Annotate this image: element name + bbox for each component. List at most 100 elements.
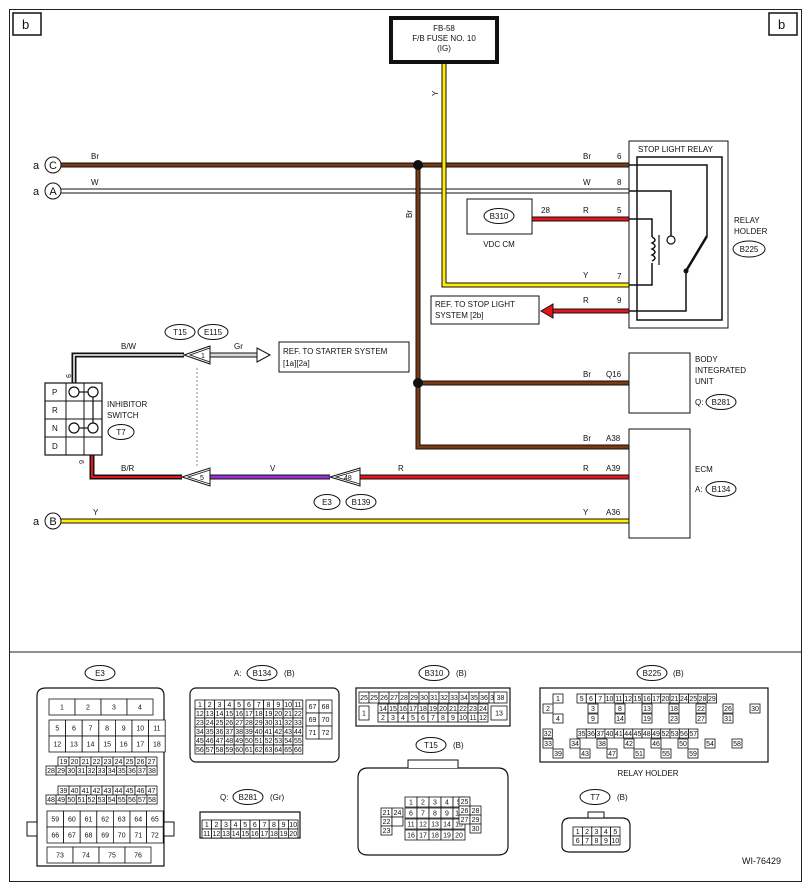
t15-title: T15: [424, 741, 438, 750]
conn-e3-oval: [313, 494, 341, 510]
b281-pin-label: 19: [280, 831, 288, 838]
b225-pin: [614, 713, 626, 724]
e3-pin-label: 1: [60, 705, 64, 712]
b225-pin-label: 54: [706, 741, 714, 748]
b310-pin-label: 20: [439, 706, 447, 713]
b225-pin: [542, 738, 554, 749]
b134-pin-label: 3: [218, 702, 222, 709]
b134-pin-label: 13: [206, 711, 214, 718]
t15-pin-label: 14: [443, 822, 451, 829]
e3-pin-label: 58: [148, 797, 156, 804]
b281-pin-label: 18: [270, 831, 278, 838]
b225-pin: [552, 713, 564, 724]
e3-pin-label: 35: [118, 768, 126, 775]
b225-pin: [552, 748, 564, 759]
b310-pin-label: 16: [399, 706, 407, 713]
b225-pin: [587, 703, 599, 714]
b225-pin-label: 29: [708, 696, 716, 703]
b281-pin-label: 11: [203, 831, 210, 838]
b134-pin-label: 44: [294, 729, 302, 736]
t15-pin-label: 1: [409, 800, 413, 807]
b225-pin-label: 59: [689, 751, 697, 758]
t15-suffix: (B): [453, 741, 464, 750]
t7-pin-label: 3: [595, 829, 599, 836]
biu-conn-prefix: Q:: [695, 398, 703, 407]
t7-pin-label: 4: [604, 829, 608, 836]
b281-pin-label: 14: [232, 831, 240, 838]
inhibitor-pos-d: D: [52, 442, 58, 451]
b225-pin: [552, 693, 564, 704]
page-frame: [9, 9, 802, 882]
b225-pin-label: 7: [598, 696, 602, 703]
e3-pin-label: 57: [138, 797, 146, 804]
b225-pin-label: 11: [615, 696, 622, 703]
b310-pin-label: 32: [440, 695, 448, 702]
relay-title: STOP LIGHT RELAY: [638, 145, 714, 154]
b310-pin-label: 22: [459, 706, 467, 713]
conn-t15-oval: [164, 324, 196, 340]
b134-side-pin: [318, 725, 333, 740]
e3-pin-label: 61: [85, 817, 93, 824]
t15-blank: [391, 816, 404, 827]
terminal-b-symbol: B: [49, 516, 56, 528]
relay-pin-6: 6: [617, 152, 622, 161]
b281-pin-label: 17: [261, 831, 269, 838]
t15-pin-label: 30: [472, 826, 480, 833]
b225-pin: [722, 713, 734, 724]
e3-pin-label: 46: [137, 788, 145, 795]
relay-pin-7: 7: [617, 272, 622, 281]
b225-caption: RELAY HOLDER: [617, 769, 678, 778]
e3-pin-label: 55: [118, 797, 126, 804]
e3-pin-label: 47: [148, 788, 156, 795]
biu-line3: UNIT: [695, 377, 714, 386]
b310-title-oval: [418, 665, 450, 681]
b225-suffix: (B): [673, 669, 684, 678]
b134-pin-label: 54: [284, 738, 292, 745]
b134-pin-label: 27: [235, 720, 243, 727]
b310-pin-label: 9: [451, 715, 455, 722]
b134-pin-label: 32: [284, 720, 292, 727]
inhibitor-conn-oval: [107, 424, 135, 440]
e3-pin-label: 17: [136, 742, 144, 749]
b225-pin-label: 24: [680, 696, 688, 703]
e3-pin-label: 15: [103, 742, 111, 749]
b225-pin-label: 36: [587, 731, 595, 738]
label-r-a39: R: [583, 464, 589, 473]
conn-pin1: 1: [201, 353, 205, 360]
b225-pin: [579, 748, 591, 759]
e3-pin: [126, 698, 154, 716]
inhibitor-label-1: INHIBITOR: [107, 400, 148, 409]
b225-pin: [660, 748, 672, 759]
b310-pin-label: 18: [419, 706, 427, 713]
b134-pin-label: 16: [235, 711, 243, 718]
b225-pin: [722, 703, 734, 714]
label-br-a38: Br: [583, 434, 591, 443]
b225-pin-label: 16: [643, 696, 651, 703]
b134-pin-label: 60: [235, 747, 243, 754]
b310-pin: [493, 691, 508, 704]
t7-pin-label: 2: [585, 829, 589, 836]
b310-pin-label: 36: [480, 695, 488, 702]
b134-side-pin-label: 71: [309, 730, 317, 737]
e3-pin-label: 18: [153, 742, 161, 749]
b134-pin-label: 63: [265, 747, 273, 754]
e3-pin-label: 37: [138, 768, 146, 775]
e3-title-oval: [84, 665, 116, 681]
t15-pin-label: 3: [433, 800, 437, 807]
b134-title: B134: [253, 669, 272, 678]
e3-pin-label: 75: [108, 853, 116, 860]
b310-pin-label: 5: [411, 715, 415, 722]
b225-pin-label: 5: [580, 696, 584, 703]
b134-pin-label: 30: [265, 720, 273, 727]
conn-t15: T15: [173, 328, 187, 337]
b134-side-pin-label: 69: [309, 717, 317, 724]
t15-pin-label: 13: [431, 822, 439, 829]
ref-stoplight-box: [430, 295, 540, 325]
e3-latch-right: [163, 821, 175, 837]
b225-title-oval: [636, 665, 668, 681]
e3-pin-label: 50: [67, 797, 75, 804]
b225-pin-label: 25: [689, 696, 697, 703]
b134-pin-label: 35: [206, 729, 214, 736]
t7-pin-label: 6: [576, 838, 580, 845]
e3-pin: [146, 765, 158, 776]
